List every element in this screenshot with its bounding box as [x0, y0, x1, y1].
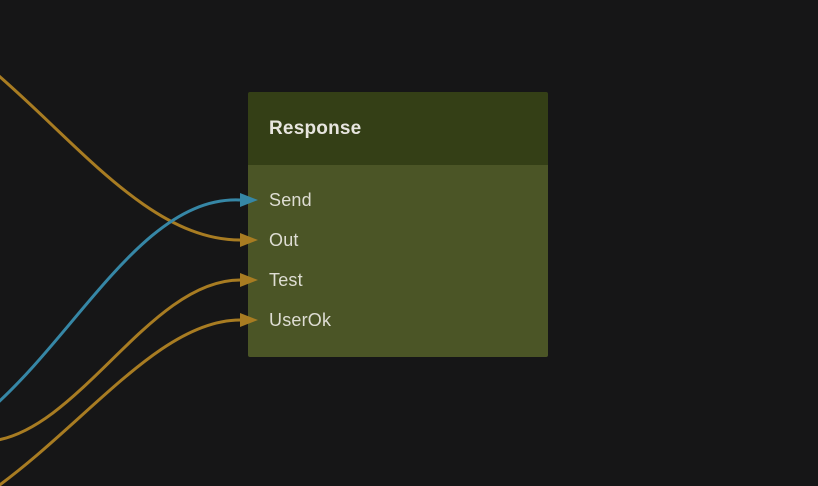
wire-to-test[interactable] — [0, 278, 241, 441]
port-arrow-test-icon[interactable] — [240, 273, 258, 287]
port-label: Test — [269, 269, 303, 290]
wire-to-userok[interactable] — [0, 318, 241, 486]
port-arrow-out-icon[interactable] — [240, 233, 258, 247]
node-title: Response — [269, 117, 362, 139]
port-arrow-send-icon[interactable] — [240, 193, 258, 207]
response-node-header[interactable]: Response — [248, 92, 548, 165]
port-label: Send — [269, 189, 312, 210]
port-row-test[interactable]: Test — [248, 269, 548, 291]
wire-to-send[interactable] — [0, 198, 241, 408]
port-row-userok[interactable]: UserOk — [248, 309, 548, 331]
port-row-send[interactable]: Send — [248, 189, 548, 211]
port-label: Out — [269, 229, 299, 250]
port-row-out[interactable]: Out — [248, 229, 548, 251]
port-arrow-userok-icon[interactable] — [240, 313, 258, 327]
port-label: UserOk — [269, 309, 332, 330]
wire-to-out[interactable] — [0, 70, 241, 242]
